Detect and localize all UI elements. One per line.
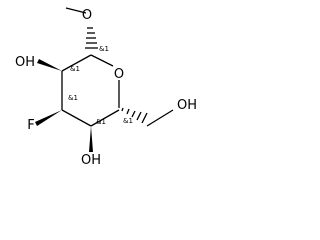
bond-ch2-oh	[146, 109, 174, 127]
bond-methyl-o	[65, 7, 87, 14]
stereo-label-c1: &1	[99, 45, 109, 53]
structure-svg: O O OH F OH OH &1 &1 &1 &1 &1	[15, 7, 197, 168]
stereo-label-c4: &1	[96, 118, 106, 126]
wedge-c3-f	[35, 110, 62, 126]
atom-methoxy-o: O	[82, 8, 92, 23]
atom-oh-c6: OH	[177, 98, 197, 113]
stereo-label-c2: &1	[70, 65, 80, 73]
hashed-bond-c1-ome	[85, 27, 98, 49]
wedge-c4-oh	[89, 126, 93, 152]
bond-c2-c1	[61, 54, 92, 72]
wedge-c2-oh	[37, 59, 62, 71]
stereo-label-c5: &1	[123, 117, 133, 125]
atom-oh-c4: OH	[81, 153, 101, 168]
atom-oh-c2: OH	[15, 55, 35, 70]
molecule-drawing: O O OH F OH OH &1 &1 &1 &1 &1	[15, 7, 197, 168]
atom-ring-o: O	[114, 67, 124, 82]
stereo-label-c3: &1	[68, 94, 78, 102]
hashed-bond-c5-ch2	[121, 107, 148, 124]
bond-c1-ring-o	[90, 54, 114, 67]
bond-c4-c3	[61, 109, 92, 127]
atom-f: F	[27, 118, 34, 133]
bond-c5-c4	[90, 109, 120, 127]
